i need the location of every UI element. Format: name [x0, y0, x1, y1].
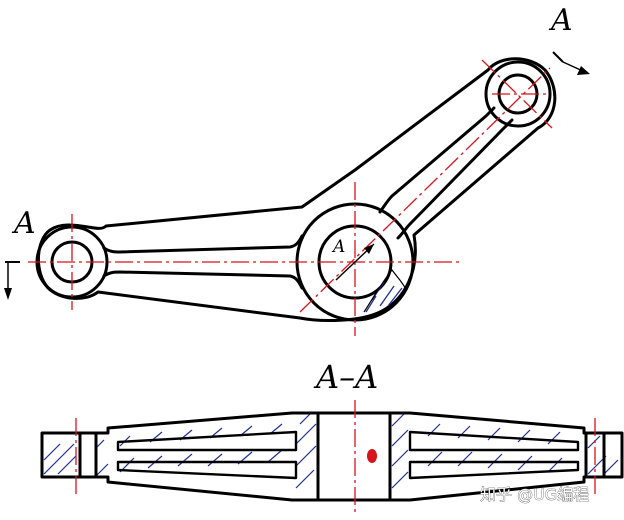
section-label-right: A [548, 3, 573, 38]
local-section-hatch [365, 281, 403, 313]
hub-center-mark [367, 449, 377, 463]
plan-view [35, 57, 557, 322]
watermark: 知乎 @UG编程 [480, 485, 589, 504]
section-label-left: A [11, 206, 36, 241]
upper-arm-rib-left [378, 106, 496, 214]
radius-label: A [331, 237, 345, 257]
section-outline [40, 411, 624, 502]
cutting-plane-left: A [4, 206, 36, 300]
top-boss-outer [484, 60, 552, 128]
cutting-plane-right: A [548, 3, 590, 75]
section-title: A–A [313, 358, 378, 396]
radius-dimension: A [331, 237, 375, 281]
left-arm-rib-top [102, 234, 304, 254]
local-section-break [363, 269, 407, 313]
left-arm-rib-bottom [102, 270, 304, 290]
plan-centerlines [28, 59, 553, 336]
section-view [40, 400, 624, 512]
upper-arm-rib-right [396, 118, 514, 240]
